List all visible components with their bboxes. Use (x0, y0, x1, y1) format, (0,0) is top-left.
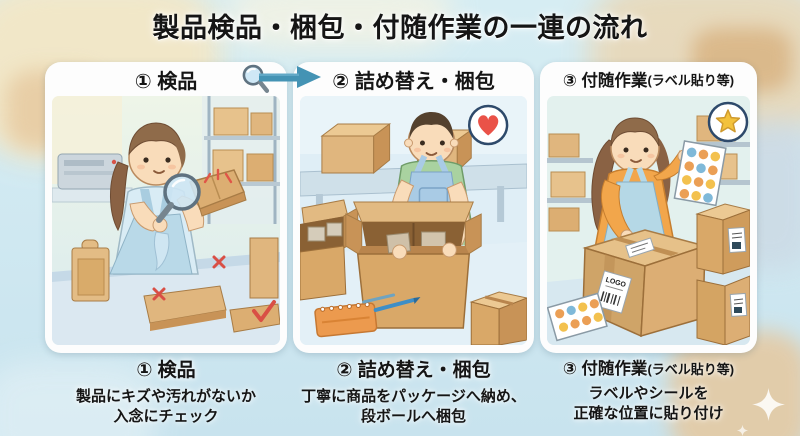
open-box-left (300, 199, 359, 301)
product-boxes (71, 237, 280, 333)
caption-heading: ② 詰め替え・梱包 (336, 360, 491, 381)
sticker-sheet-table (547, 292, 608, 342)
x-mark (212, 255, 226, 269)
notebook (314, 302, 378, 338)
heart-icon (468, 104, 509, 146)
sparkle-icon (736, 424, 749, 436)
panel-header-inspection: ① 検品 (45, 62, 287, 96)
pen (362, 293, 421, 312)
small-label (625, 237, 655, 259)
open-box-main (345, 201, 482, 329)
caption-text: 製品にキズや汚れがないか入念にチェック (75, 388, 256, 425)
worker-labeler (591, 117, 691, 249)
caption-packing: ② 詰め替え・梱包 丁寧に商品をパッケージへ納め、段ボールへ梱包 (286, 355, 541, 427)
step-label: ② 詰め替え・梱包 (332, 70, 495, 93)
caption-heading: ① 検品 (136, 360, 196, 381)
worker-inspector (109, 122, 247, 275)
hands (386, 232, 457, 260)
step-label: ① 検品 (134, 70, 198, 93)
panel-header-labeling: ③ 付随作業(ラベル貼り等) (540, 62, 757, 96)
caption-text: ラベルやシールを正確な位置に貼り付け (573, 385, 724, 422)
magnifier-icon (242, 64, 270, 93)
closed-box (469, 291, 527, 345)
logo-label: LOGO (593, 270, 633, 314)
illustration-packing (300, 96, 527, 345)
panel-card-packing: ② 詰め替え・梱包 (293, 62, 534, 353)
sticker-sheet (673, 140, 727, 207)
sparkle-icon (752, 388, 785, 421)
caption-inspection: ① 検品 製品にキズや汚れがないか入念にチェック (40, 355, 292, 427)
caption-text: 丁寧に商品をパッケージへ納め、段ボールへ梱包 (301, 388, 526, 425)
labeled-box: LOGO (582, 229, 708, 338)
step-label: ③ 付随作業 (562, 72, 648, 90)
stacked-boxes (695, 203, 750, 345)
bg-blob (230, 0, 450, 50)
bg-blob (0, 361, 155, 436)
illustration-inspection (52, 96, 280, 345)
sparkle-marks (203, 168, 233, 184)
page-title: 製品検品・梱包・付随作業の一連の流れ (152, 13, 648, 43)
panel-card-inspection: ① 検品 (45, 62, 287, 353)
caption-labeling: ③ 付随作業(ラベル貼り等) ラベルやシールを正確な位置に貼り付け (528, 355, 769, 424)
arrow-right-icon (259, 66, 321, 88)
step-label-note: (ラベル貼り等) (647, 72, 735, 88)
star-icon (707, 101, 749, 143)
shelf-left (547, 133, 593, 232)
panel-header-packing: ② 詰め替え・梱包 (293, 62, 534, 96)
x-mark (152, 287, 166, 301)
check-mark (252, 300, 276, 322)
illustration-labeling: LOGO (547, 96, 750, 345)
panel-card-labeling: ③ 付随作業(ラベル貼り等) (540, 62, 757, 353)
caption-heading: ③ 付随作業(ラベル貼り等) (562, 360, 735, 378)
